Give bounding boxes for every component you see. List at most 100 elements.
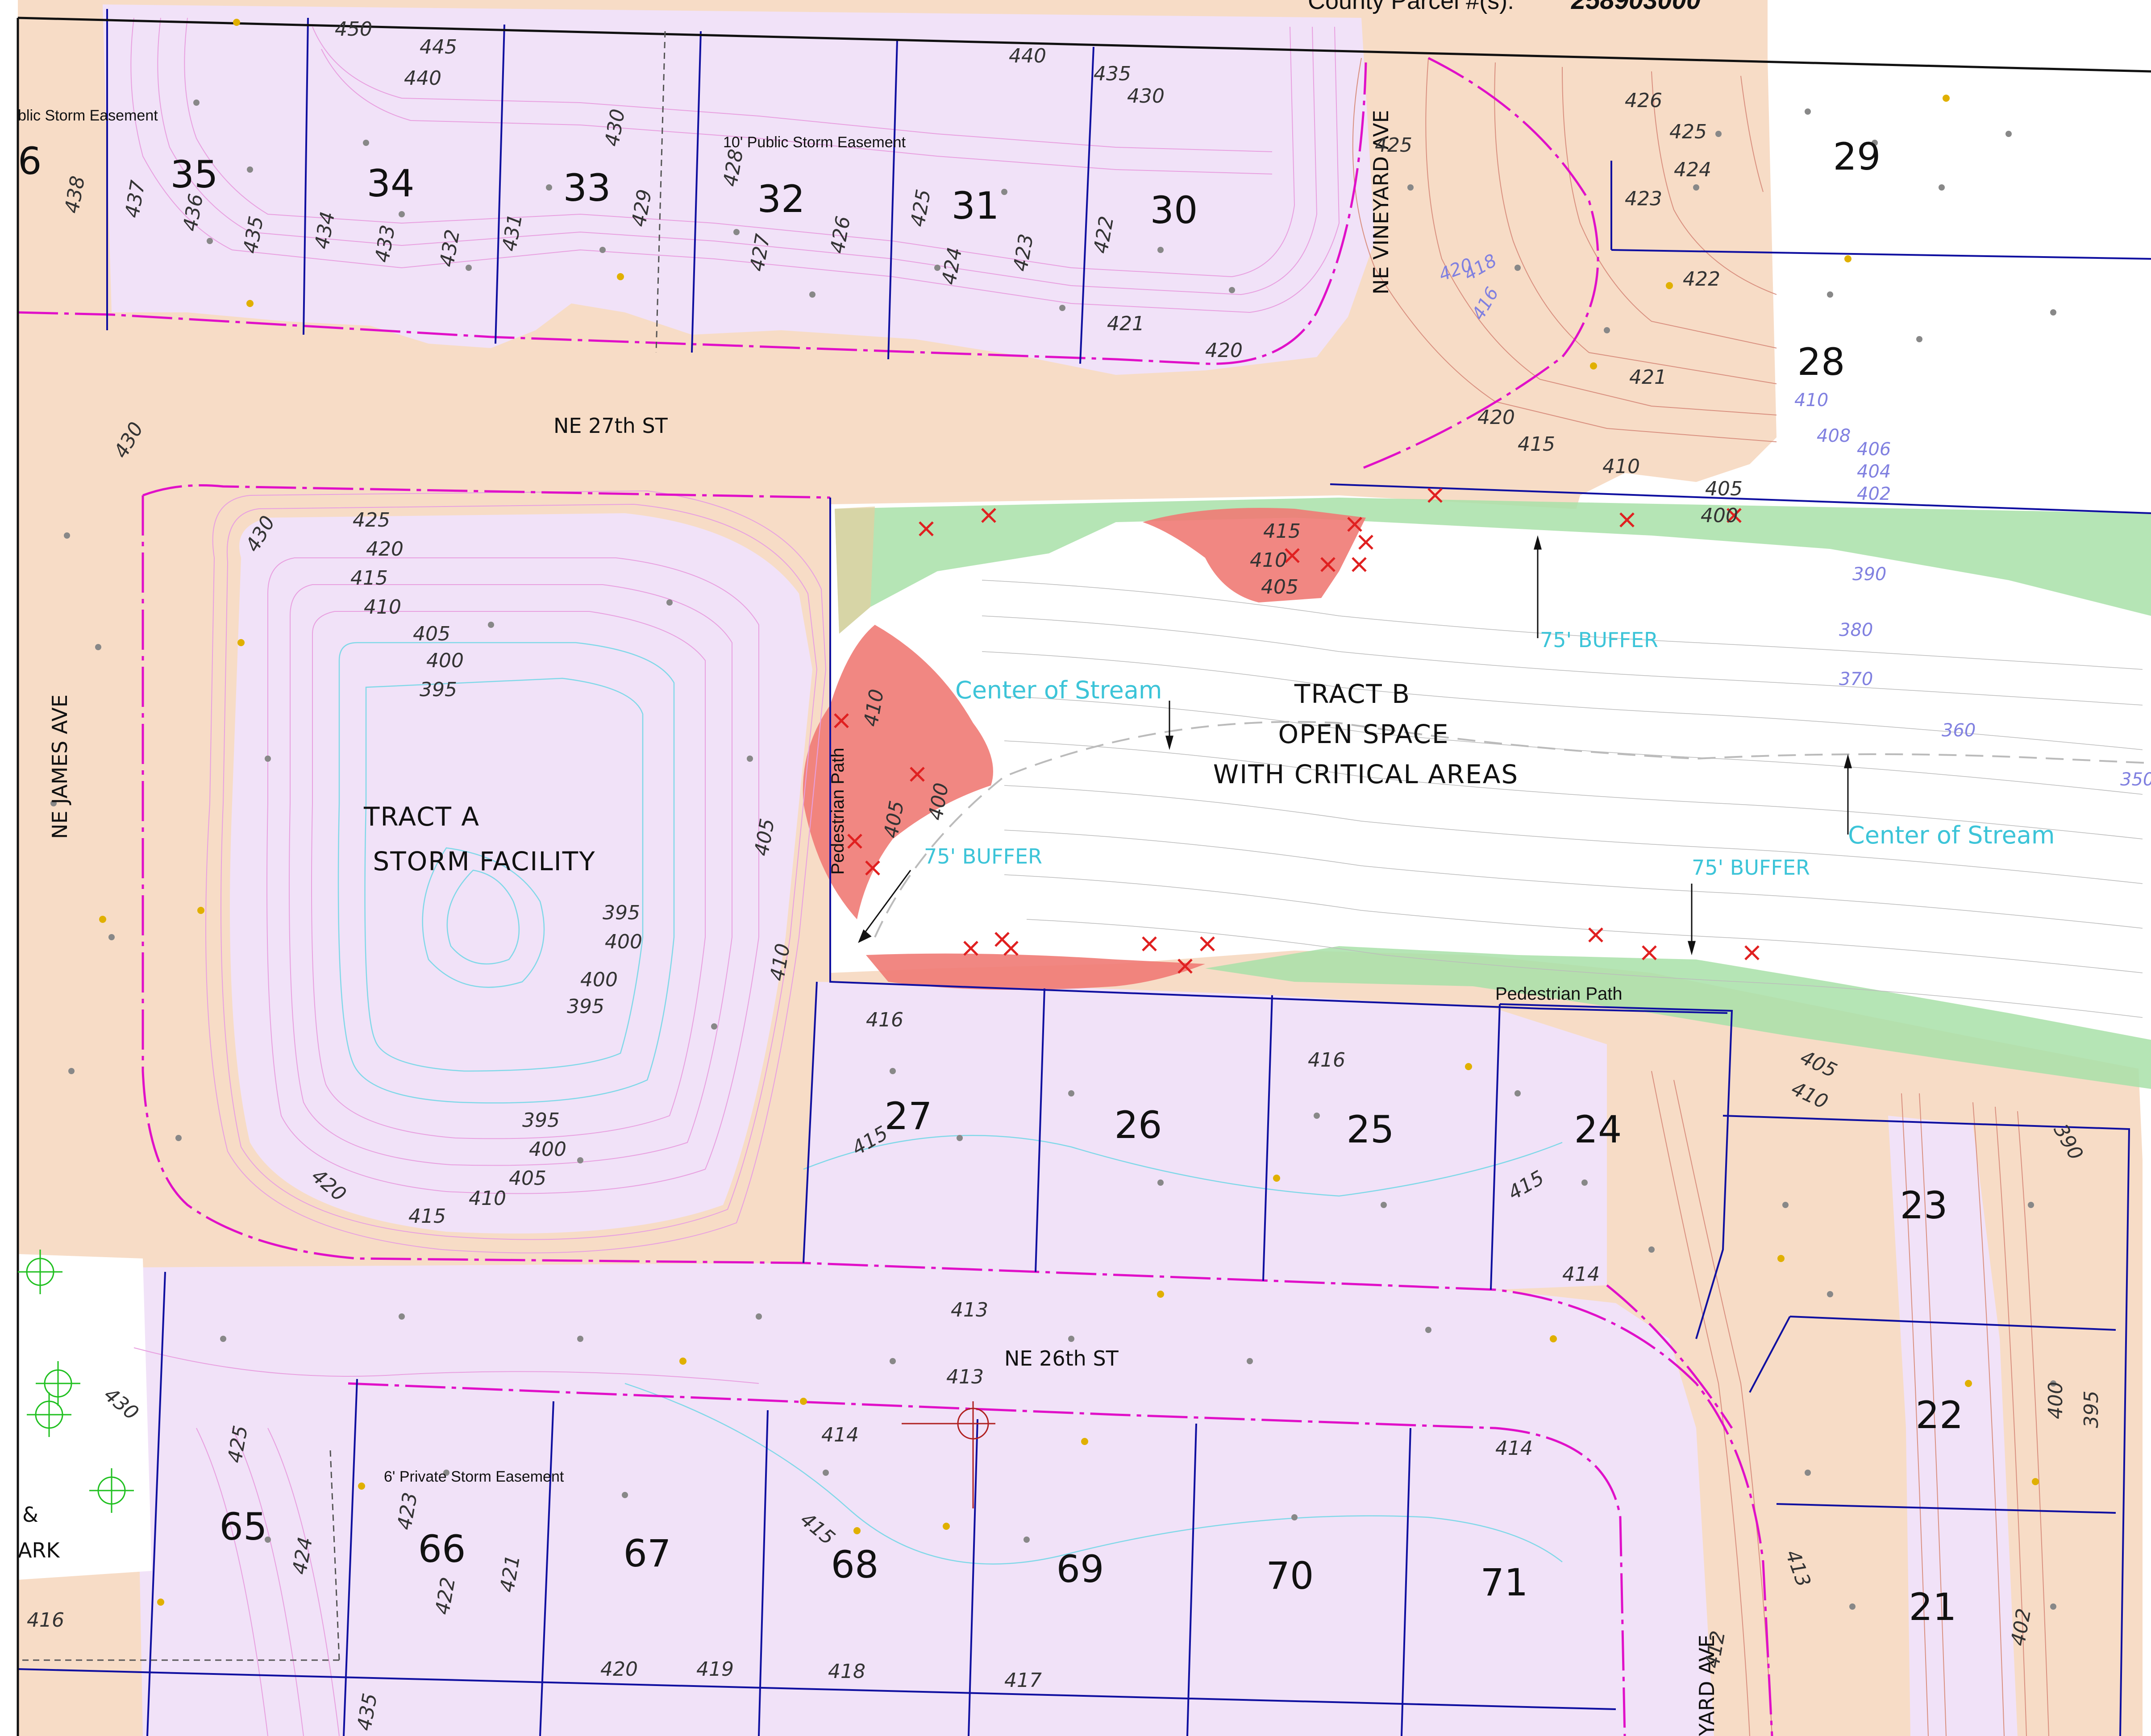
c-l413: 413 bbox=[951, 1299, 988, 1321]
c-k410: 410 bbox=[1250, 549, 1287, 572]
lot-65: 65 bbox=[220, 1505, 267, 1549]
street-ne-vineyard: NE VINEYARD AVE bbox=[1369, 110, 1393, 295]
c-420r: 420 bbox=[1477, 406, 1515, 429]
open-white-area bbox=[1768, 0, 2151, 513]
easement-lines bbox=[18, 31, 666, 1661]
c-l416b: 416 bbox=[1308, 1049, 1345, 1072]
buffer-label-3: 75' BUFFER bbox=[1692, 856, 1810, 880]
c-a395b: 395 bbox=[603, 901, 640, 924]
c-a400b: 400 bbox=[605, 930, 642, 953]
left-digit: 6 bbox=[18, 139, 42, 183]
c-430a: 430 bbox=[1127, 85, 1165, 108]
lot-23: 23 bbox=[1900, 1184, 1948, 1227]
lot-lines bbox=[17, 9, 2151, 1736]
c-l414c: 414 bbox=[1562, 1263, 1600, 1286]
c-450: 450 bbox=[335, 18, 372, 41]
c-l414b: 414 bbox=[1495, 1437, 1533, 1460]
c-a395c: 395 bbox=[567, 995, 604, 1018]
c-422r: 422 bbox=[1683, 268, 1720, 291]
lot-70: 70 bbox=[1266, 1554, 1314, 1598]
c-421r: 421 bbox=[1629, 366, 1667, 389]
c-l430: 416 bbox=[27, 1609, 64, 1632]
lot-24: 24 bbox=[1574, 1108, 1622, 1151]
tree-symbols bbox=[50, 19, 2056, 1610]
left-amp: & bbox=[22, 1503, 38, 1527]
lot-68: 68 bbox=[831, 1543, 879, 1586]
c-440a: 440 bbox=[404, 67, 441, 90]
lot-71: 71 bbox=[1481, 1561, 1528, 1604]
lot-27: 27 bbox=[885, 1094, 932, 1138]
c-l417: 418 bbox=[828, 1660, 865, 1683]
lot-30: 30 bbox=[1150, 188, 1198, 232]
cb-390: 390 bbox=[1852, 564, 1886, 585]
c-l413b: 413 bbox=[946, 1366, 984, 1388]
c-405r: 405 bbox=[1705, 478, 1743, 500]
tract-a-fill bbox=[230, 513, 812, 1233]
lot-32: 32 bbox=[757, 177, 805, 221]
cb-406: 406 bbox=[1857, 439, 1891, 460]
center-of-stream-label-2: Center of Stream bbox=[1848, 821, 2055, 849]
c-421: 421 bbox=[1107, 312, 1144, 335]
lot-26: 26 bbox=[1115, 1103, 1162, 1147]
c-440b: 440 bbox=[1009, 45, 1046, 67]
lower-lots-fill bbox=[134, 1263, 1714, 1736]
storm-easement-10-label: 10' Public Storm Easement bbox=[723, 134, 906, 151]
lot-69: 69 bbox=[1057, 1547, 1104, 1591]
center-of-stream-label-1: Center of Stream bbox=[955, 676, 1162, 704]
lot-22: 22 bbox=[1916, 1393, 1964, 1437]
survey-marker-center bbox=[902, 1401, 995, 1508]
c-l400: 400 bbox=[2044, 1382, 2067, 1419]
cb-380: 380 bbox=[1839, 620, 1873, 640]
tract-b-fill bbox=[830, 495, 2151, 1071]
c-l419: 420 bbox=[600, 1658, 638, 1681]
street-ne-james: NE JAMES AVE bbox=[48, 694, 72, 839]
buffer-label-1: 75' BUFFER bbox=[1540, 628, 1658, 652]
cb-410: 410 bbox=[1794, 390, 1828, 411]
cb-370: 370 bbox=[1839, 669, 1873, 689]
buffer-arrows bbox=[858, 535, 1852, 955]
c-435: 435 bbox=[1094, 62, 1131, 85]
critical-area-top bbox=[1143, 508, 1366, 602]
c-a405: 405 bbox=[413, 623, 450, 645]
c-l416: 416 bbox=[866, 1009, 903, 1031]
lot-21: 21 bbox=[1909, 1585, 1957, 1629]
c-k415: 415 bbox=[1263, 520, 1301, 543]
critical-area-bottom bbox=[866, 953, 1205, 990]
tract-b-line1: TRACT B bbox=[1294, 679, 1410, 709]
c-423r: 423 bbox=[1625, 187, 1662, 210]
cb-402: 402 bbox=[1857, 484, 1891, 504]
cb-360: 360 bbox=[1942, 720, 1976, 741]
lot-35: 35 bbox=[171, 153, 218, 196]
c-a410: 410 bbox=[364, 596, 401, 619]
lot-29: 29 bbox=[1833, 135, 1881, 179]
c-415r: 415 bbox=[1518, 433, 1555, 456]
contour-lines bbox=[130, 17, 2143, 1736]
c-a415: 415 bbox=[350, 567, 388, 590]
survey-markers bbox=[18, 1250, 134, 1513]
upper-lots-fill bbox=[103, 4, 1375, 375]
parcel-label: County Parcel #(s): bbox=[1308, 0, 1514, 14]
lot-67: 67 bbox=[624, 1532, 671, 1575]
lot-66: 66 bbox=[418, 1527, 466, 1571]
c-a400: 400 bbox=[426, 649, 464, 672]
stream-centerline bbox=[874, 721, 2151, 938]
lots-24-27-fill bbox=[803, 982, 1607, 1290]
row-lines bbox=[17, 57, 1773, 1736]
c-k405: 405 bbox=[1261, 576, 1298, 598]
buffer-label-2: 75' BUFFER bbox=[924, 844, 1042, 868]
tract-a-line1: TRACT A bbox=[363, 802, 480, 832]
tract-b-line2: OPEN SPACE bbox=[1278, 719, 1449, 749]
c-410r: 410 bbox=[1602, 455, 1640, 478]
contour-labels-tract-a: 425 420 415 410 405 400 395 430 395 400 … bbox=[241, 509, 795, 1228]
c-a400c: 400 bbox=[580, 968, 618, 991]
c-a400d: 400 bbox=[529, 1138, 566, 1161]
c-a420: 420 bbox=[366, 538, 404, 561]
contour-labels-right-top: 426 425 424 423 422 421 420 425 415 410 … bbox=[1375, 89, 1743, 527]
pedestrian-path-label-2: Pedestrian Path bbox=[1495, 984, 1623, 1004]
street-vineyard-partial: YARD AVE bbox=[1695, 1635, 1719, 1736]
c-a395d: 395 bbox=[522, 1109, 560, 1132]
pedestrian-path-label-1: Pedestrian Path bbox=[828, 748, 848, 875]
lot-33: 33 bbox=[563, 166, 611, 210]
c-a405d: 405 bbox=[509, 1167, 546, 1190]
left-ark: ARK bbox=[18, 1538, 60, 1562]
